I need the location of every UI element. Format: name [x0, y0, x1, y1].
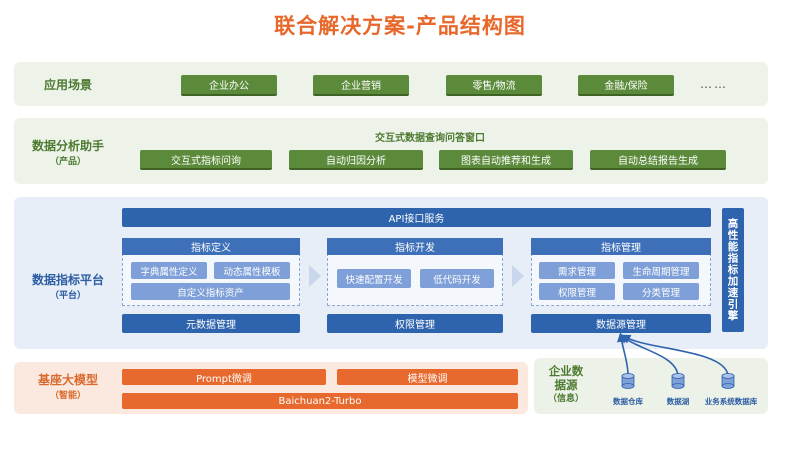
baichuan-bar: Baichuan2-Turbo [122, 393, 518, 409]
model-label: 基座大模型 （智能） [20, 372, 116, 404]
assistant-report: 自动总结报告生成 [590, 150, 726, 170]
define-head: 指标定义 [122, 238, 300, 255]
ds-warehouse-label: 数据仓库 [613, 397, 643, 406]
define-dict-attr: 字典属性定义 [131, 262, 207, 279]
prompt-finetune-bar: Prompt微调 [122, 369, 326, 385]
platform-label-text: 数据指标平台 [31, 273, 104, 287]
assistant-query: 交互式指标问询 [140, 150, 272, 170]
scenario-finance: 金融/保险 [578, 75, 674, 96]
manage-lifecycle: 生命周期管理 [623, 262, 699, 279]
define-custom-asset: 自定义指标资产 [131, 283, 290, 300]
manage-head: 指标管理 [531, 238, 711, 255]
manage-permission: 权限管理 [539, 283, 615, 300]
datasource-management-bar: 数据源管理 [531, 314, 711, 333]
arrow-define-to-develop [309, 265, 321, 287]
platform-sublabel: （平台） [49, 291, 86, 301]
acceleration-engine: 高性能指标加速引擎 [722, 208, 744, 332]
scenario-retail: 零售/物流 [446, 75, 542, 96]
manage-requirement: 需求管理 [539, 262, 615, 279]
develop-quick-config: 快速配置开发 [337, 269, 411, 288]
assistant-label-text: 数据分析助手 [31, 139, 104, 153]
assistant-chart: 图表自动推荐和生成 [439, 150, 573, 170]
scenarios-more: …… [700, 77, 728, 91]
develop-head: 指标开发 [327, 238, 503, 255]
scenario-office: 企业办公 [181, 75, 277, 96]
assistant-window-title: 交互式数据查询问答窗口 [375, 133, 485, 144]
permission-management-bar: 权限管理 [327, 314, 503, 333]
datasource-label: 企业数 据源 （信息） [538, 364, 594, 406]
assistant-attribution: 自动归因分析 [289, 150, 423, 170]
model-label-text: 基座大模型 [37, 373, 98, 387]
assistant-label: 数据分析助手 （产品） [20, 138, 116, 170]
datasource-label-line2: 据源 [554, 378, 578, 392]
platform-label: 数据指标平台 （平台） [20, 272, 116, 304]
ds-lake-label: 数据湖 [666, 397, 690, 406]
define-dynamic-template: 动态属性模板 [214, 262, 290, 279]
datasource-sublabel: （信息） [547, 394, 584, 404]
model-sublabel: （智能） [49, 391, 86, 401]
api-service-bar: API接口服务 [122, 208, 711, 227]
metadata-management-bar: 元数据管理 [122, 314, 300, 333]
datasource-label-line1: 企业数 [548, 364, 584, 378]
ds-biz-db-label: 业务系统数据库 [704, 397, 758, 406]
model-finetune-bar: 模型微调 [337, 369, 518, 385]
assistant-sublabel: （产品） [49, 157, 86, 167]
page-title: 联合解决方案-产品结构图 [274, 14, 526, 38]
manage-category: 分类管理 [623, 283, 699, 300]
scenarios-label: 应用场景 [43, 78, 92, 92]
arrow-develop-to-manage [512, 265, 524, 287]
develop-low-code: 低代码开发 [420, 269, 494, 288]
scenario-marketing: 企业营销 [313, 75, 409, 96]
